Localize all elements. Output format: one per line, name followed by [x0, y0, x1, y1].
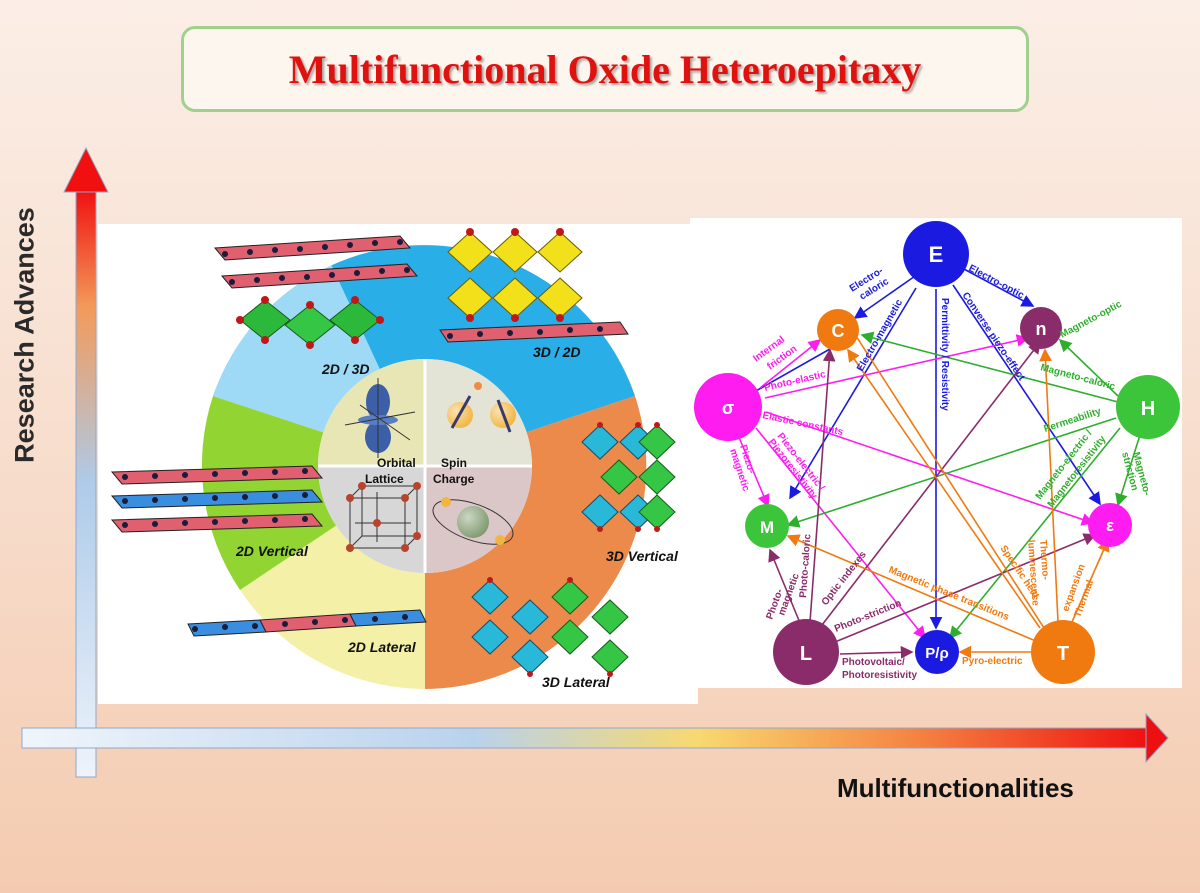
lattice-label: Lattice: [365, 472, 404, 486]
coupling-network: [737, 267, 1141, 659]
octahedra-3d-lateral: [471, 577, 629, 677]
spin-quadrant: [425, 359, 532, 466]
edge-converse-piezo: [952, 284, 1101, 506]
y-axis-label: Research Advances: [9, 207, 40, 463]
layers-2d-lateral: [187, 609, 427, 637]
spin-label: Spin: [441, 456, 467, 470]
edge-electro-optic: [961, 267, 1035, 307]
svg-text:L: L: [800, 643, 812, 665]
ring-label-3d-2d: 3D / 2D: [533, 344, 580, 360]
x-axis-arrow: [21, 712, 1169, 764]
edge-c-t: [855, 335, 1045, 629]
crystal-structures: [110, 228, 676, 677]
ring-label-2d-vertical: 2D Vertical: [235, 543, 309, 559]
label-pyro-electric: Pyro-electric: [962, 656, 1023, 667]
orbital-label: Orbital: [377, 456, 416, 470]
edge-piezo-magnetic: [737, 434, 770, 508]
edge-photo-striction: [834, 533, 1097, 643]
svg-text:σ: σ: [722, 398, 734, 418]
ring-label-3d-lateral: 3D Lateral: [542, 674, 611, 690]
ring-label-3d-vertical: 3D Vertical: [606, 548, 679, 564]
heterostructure-wheel: Orbital Spin Lattice Charge 2D / 3D 3D /…: [201, 245, 679, 690]
layers-2d-top: [213, 235, 419, 289]
edge-magnetic-phase: [786, 534, 1039, 643]
edge-photomagnetic: [768, 548, 801, 624]
octahedra-green-top: [236, 296, 384, 349]
label-thermoluminescence-1: Thermo-: [1037, 539, 1051, 580]
x-axis-label: Multifunctionalities: [837, 773, 1074, 803]
spin-icon: [447, 382, 516, 433]
edge-internal-friction: [759, 339, 822, 389]
lattice-quadrant: [318, 466, 425, 573]
edge-thermal-expansion: [1071, 538, 1110, 623]
svg-text:C: C: [832, 321, 845, 341]
edge-optic-indexes: [821, 340, 1041, 626]
page-title: Multifunctional Oxide Heteroepitaxy: [288, 46, 922, 92]
charge-label: Charge: [433, 472, 475, 486]
node-H: H: [1116, 375, 1180, 439]
ring-label-2d-lateral: 2D Lateral: [347, 639, 417, 655]
svg-text:H: H: [1141, 398, 1155, 420]
node-T: T: [1031, 620, 1095, 684]
network-nodes: E C n σ H M ε L P/ρ T: [694, 221, 1180, 685]
lattice-icon: [346, 482, 421, 552]
node-epsilon: ε: [1088, 503, 1132, 547]
edge-photo-caloric: [809, 348, 836, 623]
node-M: M: [745, 504, 789, 548]
edge-magneto-caloric: [860, 331, 1119, 403]
node-C: C: [817, 309, 859, 351]
octahedra-3d-vertical: [581, 422, 676, 532]
node-n: n: [1020, 307, 1062, 349]
charge-icon: [432, 497, 514, 545]
edge-photovoltaic: [839, 645, 914, 659]
y-axis-arrow: [63, 146, 109, 778]
edge-magnetoelectric: [948, 427, 1121, 640]
edge-piezo-electric: [755, 427, 927, 640]
octahedra-yellow-top: [439, 228, 629, 343]
label-thermoluminescence-2: luminescence: [1025, 539, 1041, 606]
label-photovoltaic-1: Photovoltaic/: [842, 657, 905, 668]
edge-thermoluminescence: [1039, 348, 1059, 623]
title-box: Multifunctional Oxide Heteroepitaxy: [181, 26, 1029, 112]
edge-magnetostriction: [1115, 434, 1141, 507]
layers-2d-vertical: [110, 465, 324, 533]
edge-electro-caloric: [853, 273, 919, 319]
node-P: P/ρ: [915, 630, 959, 674]
orbital-icon: [344, 378, 416, 458]
edge-magneto-optic: [1058, 338, 1119, 397]
edge-photo-elastic: [764, 334, 1030, 399]
edge-specific-heat: [847, 348, 1041, 629]
node-E: E: [903, 221, 969, 287]
svg-text:ε: ε: [1106, 516, 1114, 535]
edge-permeability: [786, 417, 1117, 528]
label-photovoltaic-2: Photoresistivity: [842, 670, 917, 681]
edge-electro-magnetic: [789, 287, 917, 500]
node-sigma: σ: [694, 373, 762, 441]
label-photo-caloric: Photo-caloric: [798, 533, 813, 598]
ring-label-2d-3d: 2D / 3D: [321, 361, 369, 377]
svg-text:T: T: [1057, 643, 1069, 665]
svg-text:E: E: [929, 242, 944, 267]
svg-text:M: M: [760, 518, 774, 537]
node-L: L: [773, 619, 839, 685]
svg-text:n: n: [1036, 319, 1047, 339]
svg-text:P/ρ: P/ρ: [925, 645, 948, 662]
label-permittivity: Permittivity / Resistivity: [939, 298, 950, 411]
